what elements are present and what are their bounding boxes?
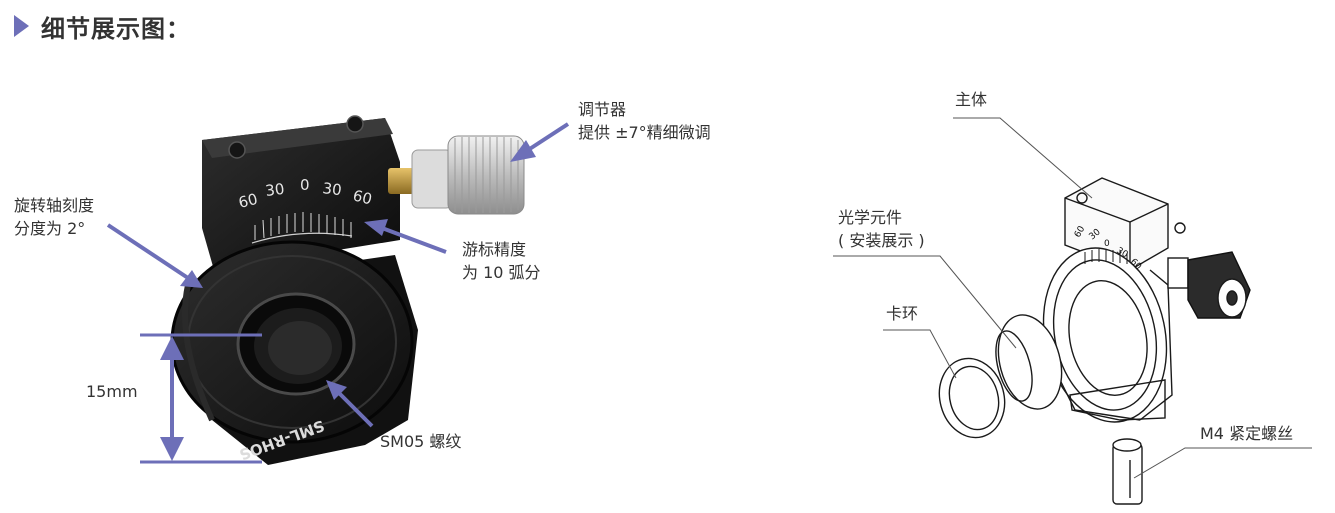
adjuster-title: 调节器 [578, 100, 627, 119]
vernier-title: 游标精度 [462, 240, 527, 259]
arrow-head-icon [510, 140, 536, 162]
optic-desc: ( 安装展示 ) [838, 231, 925, 250]
photo-scale-label: 30 [322, 179, 343, 199]
thread-arrow [336, 390, 374, 428]
photo-scale-label: 30 [264, 180, 285, 200]
cap-screw-icon [228, 141, 246, 159]
arrow-head-icon [326, 380, 347, 400]
section-title: 细节展示图： [41, 14, 191, 43]
arrow-head-icon [364, 219, 388, 236]
photo-scale-labels: 60 30 0 30 60 [237, 176, 374, 212]
brass-bushing [388, 168, 414, 194]
optic-label: 光学元件 ( 安装展示 ) [838, 206, 925, 252]
adjuster-arrow [523, 122, 570, 154]
arrow-head-icon [180, 270, 203, 288]
photo-scale-label: 0 [300, 176, 310, 194]
retaining-ring-leader [883, 329, 957, 379]
setscrew-drawing [1112, 443, 1143, 505]
leader-lines [833, 117, 1312, 479]
diagram-scale-label: 0 [1104, 239, 1110, 249]
photo-scale-label: 60 [351, 186, 374, 208]
vernier-label: 游标精度 为 10 弧分 [462, 238, 541, 284]
vernier-desc: 为 10 弧分 [462, 263, 541, 282]
photo-scale-label: 60 [237, 190, 260, 212]
exploded-view-diagram [938, 177, 1251, 505]
retaining-ring-label: 卡环 [886, 304, 919, 323]
arrow-head-icon [160, 336, 184, 360]
main-body-label: 主体 [955, 90, 988, 109]
arrow-head-icon [160, 437, 184, 461]
main-body-leader [953, 117, 1093, 199]
main-body-drawing [1064, 177, 1169, 271]
triangle-bullet-icon [14, 15, 29, 37]
optic-title: 光学元件 [838, 208, 903, 227]
adjuster-desc: 提供 ±7°精细微调 [578, 123, 711, 142]
rotation-scale-arrow [106, 223, 190, 280]
vernier-arrow [381, 226, 447, 254]
height-dimension: 15mm [86, 382, 138, 401]
rotation-mount-photo [170, 115, 525, 465]
thread-label: SM05 螺纹 [380, 432, 462, 451]
rotation-title: 旋转轴刻度 [14, 196, 95, 215]
adjuster-label: 调节器 提供 ±7°精细微调 [578, 98, 711, 144]
callout-arrows [106, 122, 570, 464]
adjuster-knob [447, 135, 525, 215]
optic-leader [833, 255, 1017, 349]
section-header: 细节展示图： [14, 8, 191, 44]
screw-icon [1174, 222, 1186, 234]
cap-screw-icon [346, 115, 364, 133]
rotation-scale-label: 旋转轴刻度 分度为 2° [14, 194, 94, 240]
retaining-ring-drawing [938, 357, 1006, 439]
rotation-desc: 分度为 2° [14, 219, 86, 238]
setscrew-label: M4 紧定螺丝 [1200, 424, 1294, 443]
setscrew-leader [1133, 447, 1312, 479]
